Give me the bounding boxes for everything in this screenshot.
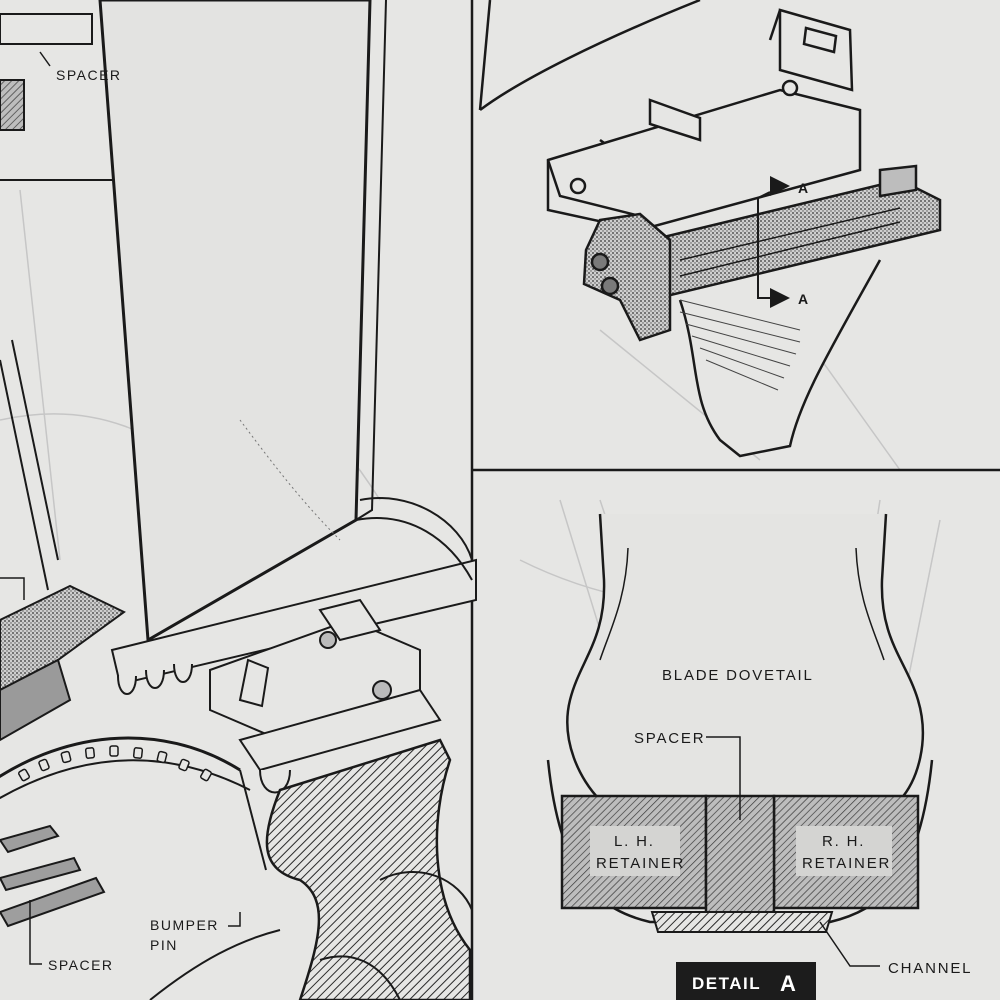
panel-frame: [470, 0, 1000, 1000]
dovetail-slots: [110, 558, 477, 695]
retainer-housing: [546, 8, 862, 232]
bumper-label: BUMPER: [150, 917, 219, 933]
blade-shank: [678, 259, 882, 458]
detail-leader-lines: [706, 736, 880, 967]
rh-retainer-label-line2: RETAINER: [802, 855, 891, 872]
rh-retainer-label-line1: R. H.: [822, 833, 865, 850]
section-marker-top: A: [798, 180, 810, 196]
retainer-bar: [582, 164, 942, 342]
channel-strip: [650, 911, 834, 933]
left-leader-lines: [0, 577, 241, 965]
lh-retainer-label-line1: L. H.: [614, 833, 655, 850]
retainer-label-bg-right: [796, 826, 892, 876]
blade-dovetail-outline: [566, 513, 925, 802]
disk-post: [265, 738, 472, 1000]
channel-label: CHANNEL: [888, 960, 972, 977]
section-marker-bottom: A: [798, 291, 810, 307]
section-arrow-bottom-icon: [770, 288, 790, 308]
dovetail-inner-lines: [599, 547, 885, 661]
section-arrow-top-icon: [770, 176, 790, 196]
retainer-label-bg-left: [590, 826, 680, 876]
retainer-brackets: [209, 598, 442, 794]
spacer-parts: [0, 824, 106, 928]
pin-label: PIN: [150, 937, 178, 953]
left-panel: SPACER BUMPER PIN SPACER: [0, 0, 477, 1000]
blade-dovetail-label: BLADE DOVETAIL: [662, 667, 814, 684]
rotor-edge: [355, 497, 473, 911]
detail-badge-word: DETAIL: [692, 974, 761, 993]
disk-rim: [0, 736, 267, 871]
detail-a-badge: DETAIL A: [676, 962, 816, 1000]
detail-badge-letter: A: [780, 971, 796, 996]
fan-blade: [98, 0, 387, 643]
hatch-streaks: [679, 299, 801, 391]
lh-retainer-label-line2: RETAINER: [596, 855, 685, 872]
spar-lines: [0, 339, 59, 591]
spacer-block-left: [0, 584, 126, 742]
spacer-label-bottom: SPACER: [48, 957, 114, 973]
disk-web: [149, 929, 401, 1000]
detail-a-panel: BLADE DOVETAIL SPACER L. H. RETAINER R. …: [546, 513, 972, 1000]
lh-retainer: [560, 794, 708, 910]
upper-right-panel: A A: [478, 0, 942, 458]
spacer-label-top: SPACER: [56, 67, 122, 83]
spacer-label-detail: SPACER: [634, 730, 705, 747]
